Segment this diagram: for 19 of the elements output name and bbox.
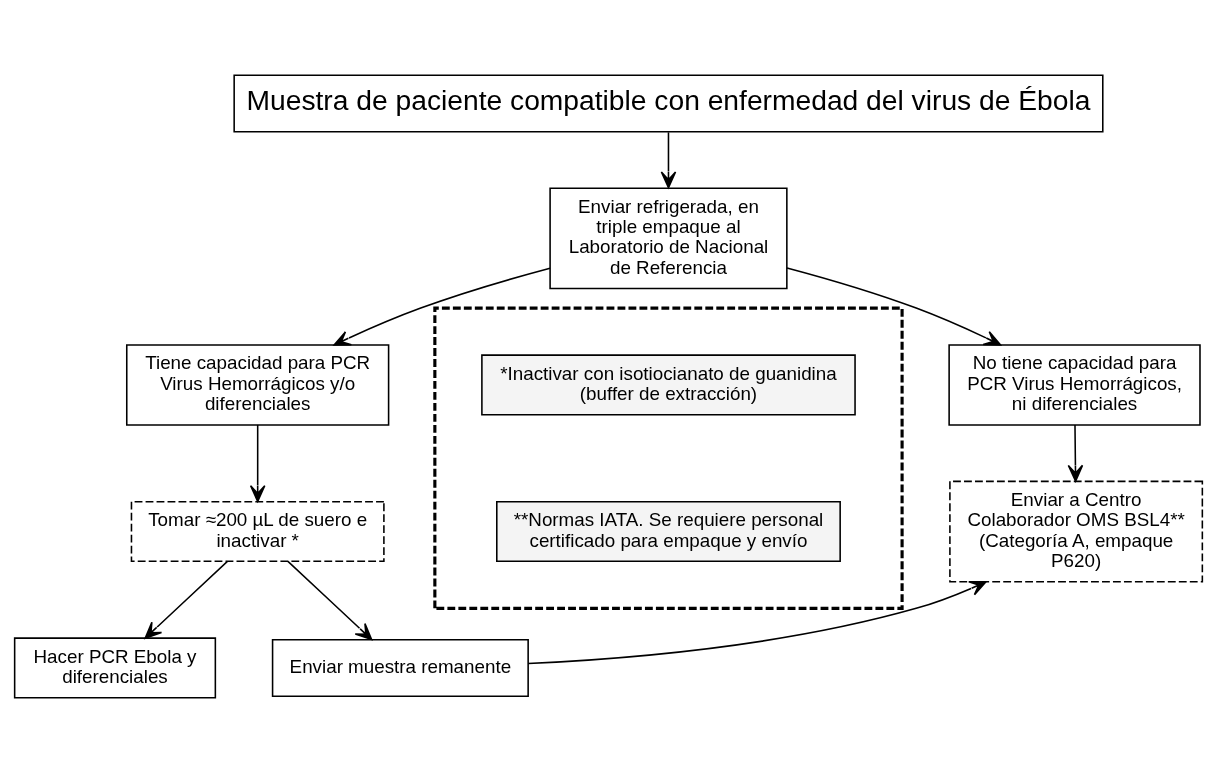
node-box: Enviar muestra remanente: [271, 638, 529, 697]
node-box: Tomar ≈200 µL de suero e inactivar *: [130, 500, 385, 563]
cluster: [433, 306, 904, 610]
arrow: [527, 580, 987, 665]
node-box: No tiene capacidad para PCR Virus Hemorrágicos, ni diferenciales: [948, 344, 1201, 426]
node-box: Hacer PCR Ebola y diferenciales: [13, 637, 217, 699]
node-box: Tiene capacidad para PCR Virus Hemorrágicos y/o diferenciales: [125, 344, 390, 426]
arrow: [249, 424, 266, 503]
arrow: [333, 267, 551, 346]
arrow: [786, 267, 1002, 346]
node-box: Enviar refrigerada, en triple empaque al Laboratorio de Nacional de Referencia: [549, 187, 788, 290]
arrow: [1067, 424, 1084, 482]
arrow: [287, 560, 373, 641]
node-box: *Inactivar con isotiocianato de guanidina (buffer de extracción): [481, 354, 856, 416]
arrow: [660, 131, 677, 189]
node-box: Muestra de paciente compatible con enfermedad del virus de Ébola: [233, 74, 1104, 133]
arrow: [144, 560, 229, 639]
node-box: Enviar a Centro Colaborador OMS BSL4** (Categoría A, empaque P620): [949, 480, 1204, 583]
node-box: **Normas IATA. Se requiere personal certificado para empaque y envío: [496, 500, 841, 563]
